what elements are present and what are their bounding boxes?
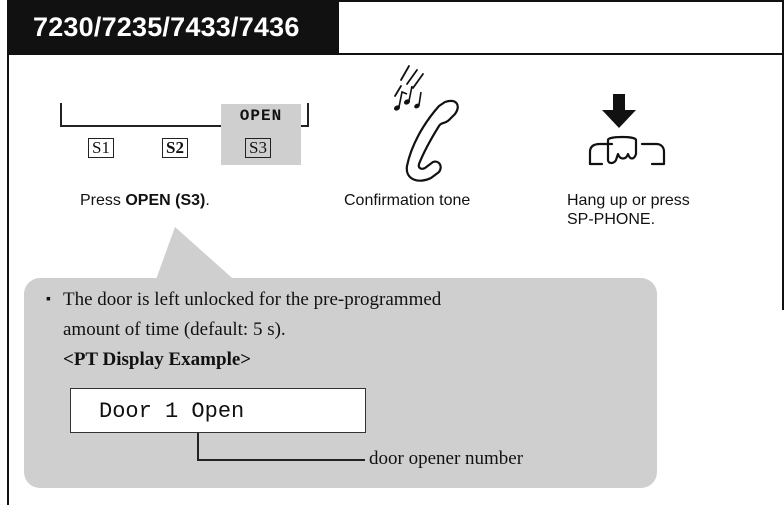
door-opener-number-label: door opener number	[369, 448, 524, 469]
softkey-s3[interactable]: S3	[245, 138, 271, 158]
note-callout	[24, 278, 657, 488]
frame-right-border	[782, 0, 784, 310]
callout-pointer	[154, 227, 240, 285]
frame-top-border	[7, 0, 784, 2]
confirmation-tone-caption: Confirmation tone	[344, 192, 471, 209]
leader-line-vertical	[197, 433, 199, 460]
pt-display-example: Door 1 Open	[70, 388, 366, 433]
note-line-2: amount of time (default: 5 s).	[63, 319, 286, 340]
leader-line-horizontal	[197, 459, 365, 461]
hang-up-line-1: Hang up or press	[567, 192, 690, 209]
softkey-s1[interactable]: S1	[88, 138, 114, 158]
title-rule	[7, 53, 784, 55]
press-prefix: Press	[80, 192, 126, 209]
display-bracket	[60, 103, 309, 127]
softkey-s2[interactable]: S2	[162, 138, 188, 158]
hang-up-caption: Hang up or press SP-PHONE.	[567, 191, 767, 229]
note-line-1: The door is left unlocked for the pre-pr…	[63, 289, 442, 310]
s3-highlight	[221, 128, 301, 165]
press-key-name: OPEN (S3)	[125, 192, 206, 209]
bullet-mark: ▪	[46, 292, 51, 307]
hand-pressing-down-icon	[588, 94, 666, 166]
press-suffix: .	[205, 192, 210, 209]
press-open-caption: Press OPEN (S3).	[80, 191, 210, 210]
handset-with-music-notes-icon	[393, 65, 459, 182]
frame-left-border	[7, 0, 9, 505]
display-example-heading: <PT Display Example>	[63, 349, 252, 370]
model-title: 7230/7235/7433/7436	[7, 0, 339, 54]
open-label: OPEN	[221, 104, 301, 128]
hang-up-line-2: SP-PHONE.	[567, 211, 656, 228]
